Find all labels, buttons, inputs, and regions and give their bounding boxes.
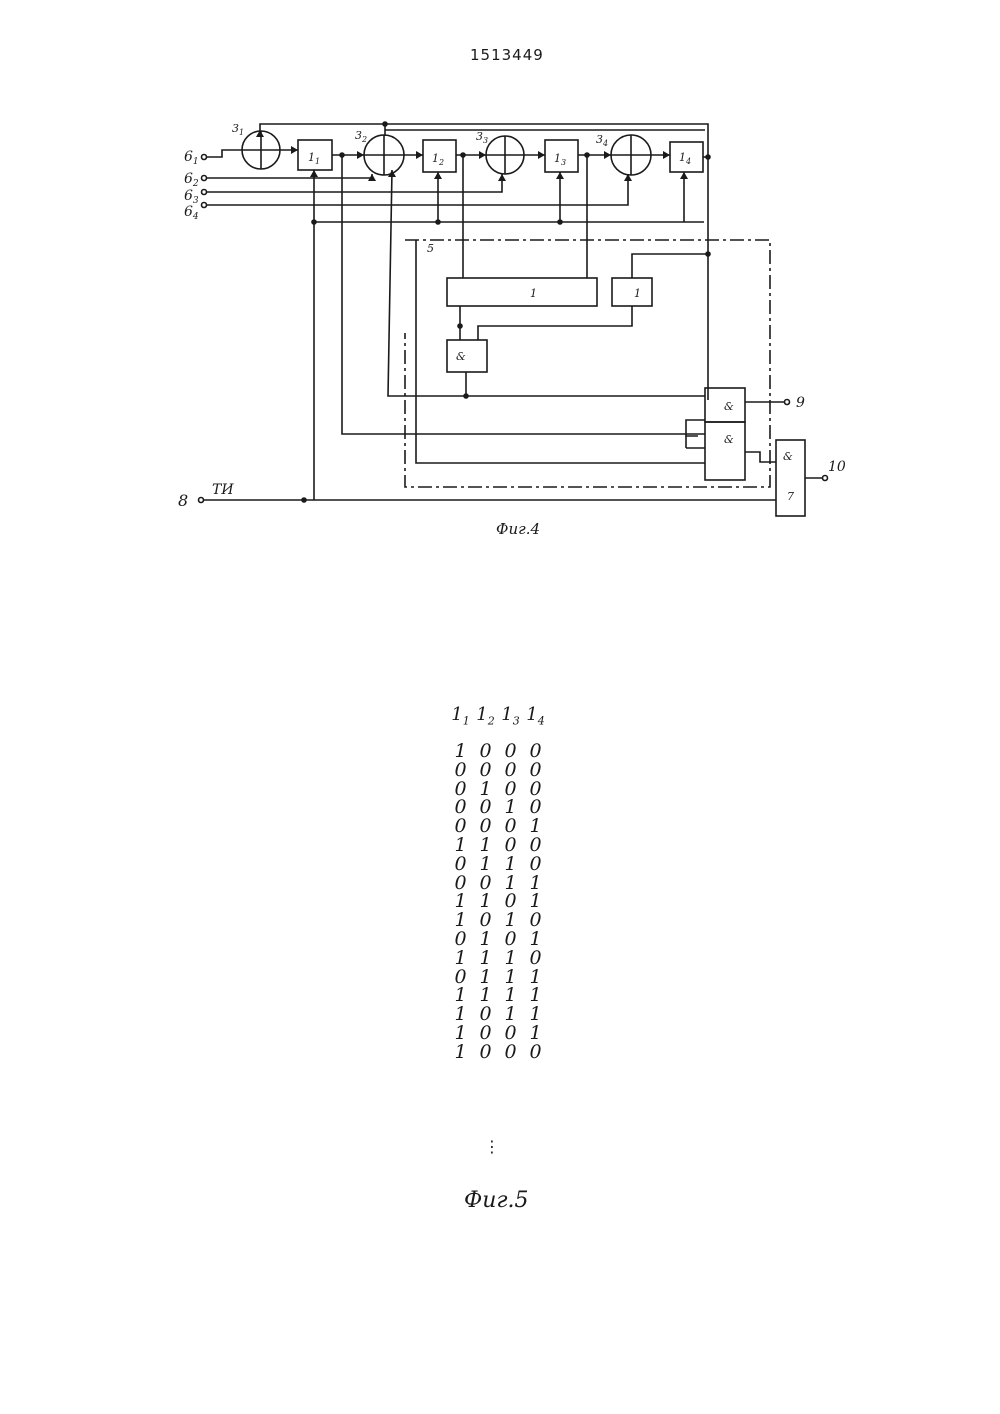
table-cell: 0	[498, 742, 523, 761]
label-adder-3-1: 31	[232, 122, 244, 137]
table-cell: 0	[523, 742, 548, 761]
table-cell: 0	[523, 836, 548, 855]
table-cell: 1	[473, 855, 498, 874]
table-cell: 0	[448, 855, 473, 874]
label-output-gate-9: &	[724, 400, 734, 413]
header-register-1-4: 14	[523, 704, 548, 726]
figure-5-state-table: 11 12 13 14 1000000001000010000111000110…	[448, 704, 568, 1062]
table-cell: 1	[498, 855, 523, 874]
table-cell: 0	[523, 761, 548, 780]
terminals	[199, 155, 828, 503]
table-cell: 0	[448, 761, 473, 780]
label-adder-3-4: 34	[596, 133, 608, 148]
or-gate-small	[612, 278, 652, 306]
and-gate-block5	[447, 340, 487, 372]
figure-5-caption: Фиг.5	[464, 1188, 529, 1213]
or-gate-big	[447, 278, 597, 306]
output-terminal-10	[823, 476, 828, 481]
label-output-10: 10	[828, 459, 846, 475]
logic-gates	[447, 278, 805, 516]
output-terminal-9	[785, 400, 790, 405]
table-cell: 0	[473, 761, 498, 780]
label-final-gate-delay: 7	[787, 490, 794, 503]
table-row: 0110	[448, 855, 568, 874]
table-continuation-ellipsis: ⋮	[484, 1143, 500, 1151]
register-1-3	[545, 140, 578, 172]
table-cell: 0	[523, 1043, 548, 1062]
table-cell: 1	[448, 1043, 473, 1062]
header-register-1-2: 12	[473, 704, 498, 726]
header-register-1-1: 11	[448, 704, 473, 726]
label-final-gate-and: &	[783, 450, 793, 463]
label-output-9: 9	[796, 395, 805, 411]
table-row: 1100	[448, 836, 568, 855]
table-cell: 0	[473, 742, 498, 761]
table-cell: 1	[448, 1024, 473, 1043]
figure-4-caption: Фиг.4	[496, 520, 540, 538]
table-cell: 0	[498, 836, 523, 855]
table-cell: 0	[498, 761, 523, 780]
table-cell: 1	[473, 836, 498, 855]
label-output-gate-combined: &	[724, 433, 734, 446]
table-cell: 0	[473, 1024, 498, 1043]
table-row: 1001	[448, 1024, 568, 1043]
table-cell: 1	[448, 949, 473, 968]
label-register-1-1: 11	[308, 151, 320, 166]
label-register-1-4: 14	[679, 151, 691, 166]
table-cell: 0	[498, 930, 523, 949]
figure-4-circuit-diagram: 31 32 33 34 11 12 13 14 61 62 63 64 5 1 …	[0, 0, 1000, 560]
label-adder-3-2: 32	[355, 129, 367, 144]
label-register-1-2: 12	[432, 152, 444, 167]
clock-terminal-8	[199, 498, 204, 503]
label-input-6-4: 64	[184, 204, 199, 222]
table-row: 1110	[448, 949, 568, 968]
label-input-6-1: 61	[184, 149, 199, 167]
table-cell: 1	[473, 930, 498, 949]
table-row: 1000	[448, 1043, 568, 1062]
label-adder-3-3: 33	[476, 130, 488, 145]
input-terminal-6-1	[202, 155, 207, 160]
table-header-row: 11 12 13 14	[448, 704, 568, 726]
input-terminal-6-4	[202, 203, 207, 208]
input-terminal-6-2	[202, 176, 207, 181]
input-terminal-6-3	[202, 190, 207, 195]
label-or-gate-big: 1	[530, 287, 537, 300]
table-cell: 0	[473, 1043, 498, 1062]
table-cell: 1	[448, 742, 473, 761]
adder-elements	[242, 131, 651, 175]
register-1-2	[423, 140, 456, 172]
table-cell: 0	[498, 1043, 523, 1062]
table-row: 0000	[448, 761, 568, 780]
label-clock-terminal-8: 8	[178, 491, 188, 510]
table-cell: 1	[498, 949, 523, 968]
table-cell: 0	[448, 930, 473, 949]
header-register-1-3: 13	[498, 704, 523, 726]
table-cell: 1	[523, 1024, 548, 1043]
table-row: 0101	[448, 930, 568, 949]
table-cell: 1	[473, 949, 498, 968]
label-register-1-3: 13	[554, 152, 566, 167]
label-and-gate-block5: &	[456, 350, 466, 363]
label-input-6-2: 62	[184, 171, 199, 189]
label-clock-ti: ТИ	[212, 482, 234, 498]
label-block-5: 5	[427, 242, 434, 255]
label-or-gate-small: 1	[634, 287, 641, 300]
table-body: 1000000001000010000111000110001111011010…	[448, 742, 568, 1062]
table-cell: 0	[498, 1024, 523, 1043]
output-gate-combined	[705, 422, 745, 480]
table-cell: 0	[523, 855, 548, 874]
table-row: 1000	[448, 742, 568, 761]
table-cell: 1	[448, 836, 473, 855]
table-cell: 1	[523, 930, 548, 949]
table-cell: 0	[523, 949, 548, 968]
